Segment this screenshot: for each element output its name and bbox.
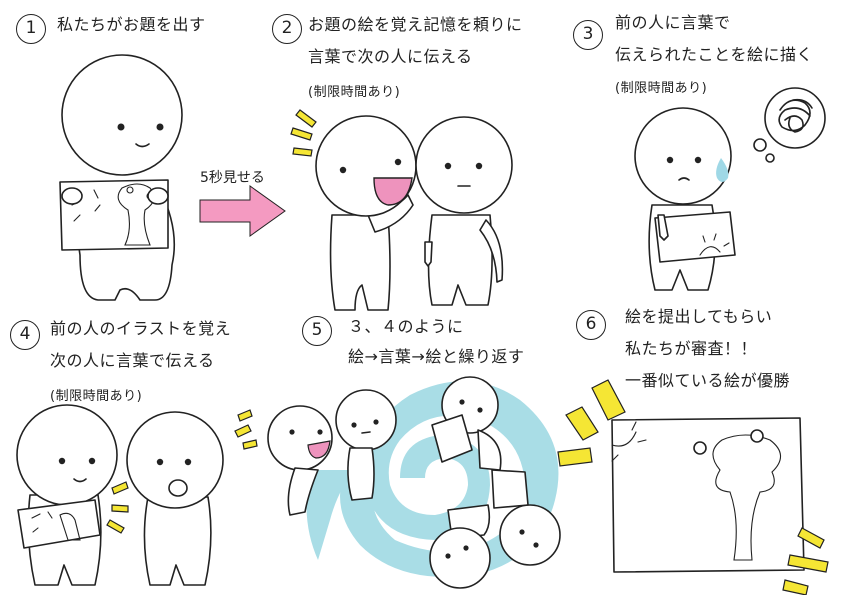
step-text: 私たちが審査！！	[625, 339, 758, 358]
accent-lines-step4-left	[106, 481, 129, 534]
step-text: 伝えられたことを絵に描く	[615, 45, 814, 64]
step-text: 次の人に言葉で伝える	[50, 351, 215, 370]
arrow-icon	[199, 185, 286, 237]
apple-icon	[693, 441, 707, 455]
character-step4-right	[126, 409, 258, 586]
step-text: 私たちがお題を出す	[57, 15, 206, 34]
step-text: 一番似ている絵が優勝	[625, 371, 791, 390]
swirl-chain-characters	[267, 376, 561, 589]
accent-lines-step2	[290, 109, 317, 157]
step-text: 前の人に言葉で	[615, 13, 731, 32]
character-step2-listener	[415, 116, 513, 306]
step-number: 5	[302, 316, 332, 346]
arrow-label: 5秒見せる	[200, 170, 265, 186]
step-text: 絵を提出してもらい	[625, 307, 773, 326]
step-number: 2	[272, 14, 302, 44]
step-number: 3	[573, 20, 603, 50]
step-number: 1	[16, 14, 46, 44]
character-step2-speaker	[315, 115, 417, 311]
step-text: 前の人のイラストを覚え	[50, 319, 232, 338]
step-text: (制限時間あり)	[615, 81, 708, 96]
step-text: 絵→言葉→絵と繰り返す	[348, 347, 525, 366]
picture-card	[59, 179, 169, 251]
step-number: 6	[576, 310, 606, 340]
character-step1	[59, 54, 183, 301]
step-text: お題の絵を覚え記憶を頼りに	[308, 15, 523, 34]
sweat-icon	[716, 158, 729, 182]
scribble-icon	[778, 98, 813, 133]
thought-bubble	[764, 87, 826, 149]
character-step4-left	[16, 404, 129, 586]
step-number: 4	[10, 320, 40, 350]
accent-lines-step6-top	[557, 379, 626, 467]
step-text: 言葉で次の人に伝える	[308, 47, 473, 66]
step-text: ３、４のように	[348, 317, 464, 336]
accent-lines-step6-bottom	[782, 527, 829, 595]
step-text: (制限時間あり)	[308, 85, 401, 100]
accent-lines-step4-right	[234, 409, 258, 450]
step-text: (制限時間あり)	[50, 389, 143, 404]
apple-icon	[750, 429, 764, 443]
character-step3	[634, 87, 826, 291]
judged-picture	[557, 379, 829, 595]
drawing-paper	[654, 211, 736, 263]
